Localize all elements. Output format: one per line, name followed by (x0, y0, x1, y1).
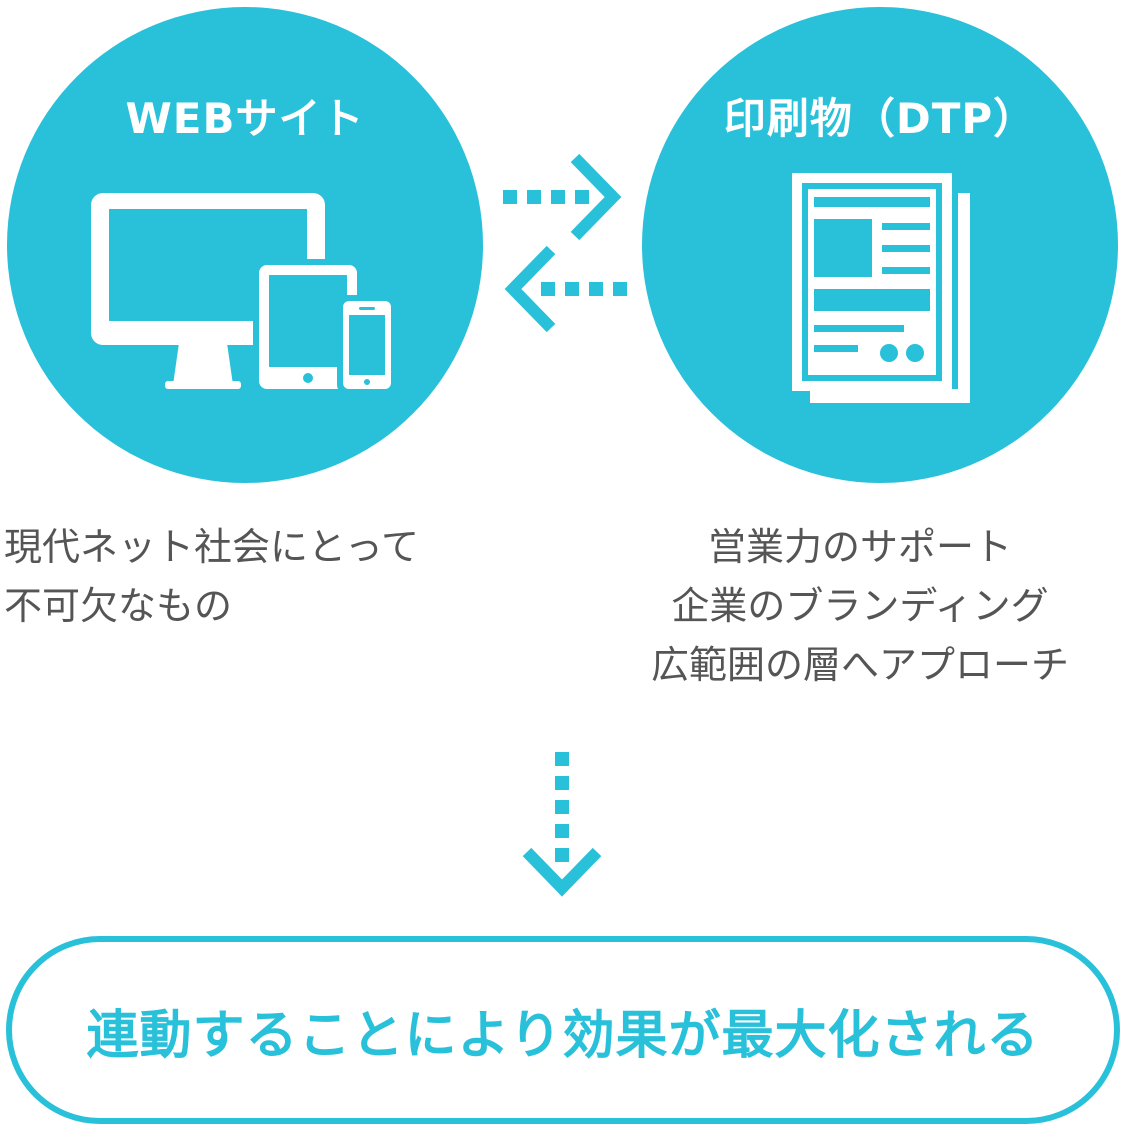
dtp-circle: 印刷物（DTP） (642, 7, 1118, 483)
document-icon (792, 173, 970, 403)
bidirectional-arrows-icon (503, 153, 627, 333)
dtp-title: 印刷物（DTP） (723, 94, 1037, 143)
result-text: 連動することにより効果が最大化される (86, 1005, 1040, 1066)
web-description: 現代ネット社会にとって 不可欠なもの (4, 518, 464, 636)
web-description-line: 現代ネット社会にとって (4, 525, 419, 569)
dtp-description: 営業力のサポート 企業のブランディング 広範囲の層へアプローチ (600, 518, 1120, 695)
dtp-description-line: 企業のブランディング (671, 584, 1049, 628)
dtp-description-line: 広範囲の層へアプローチ (650, 643, 1069, 687)
down-arrow-icon (522, 752, 602, 897)
dtp-description-line: 営業力のサポート (707, 525, 1012, 569)
web-site-title: WEBサイト (125, 94, 365, 143)
web-site-circle: WEBサイト (7, 7, 483, 483)
result-box: 連動することにより効果が最大化される (6, 936, 1120, 1124)
devices-icon (91, 193, 397, 393)
web-description-line: 不可欠なもの (4, 584, 233, 628)
